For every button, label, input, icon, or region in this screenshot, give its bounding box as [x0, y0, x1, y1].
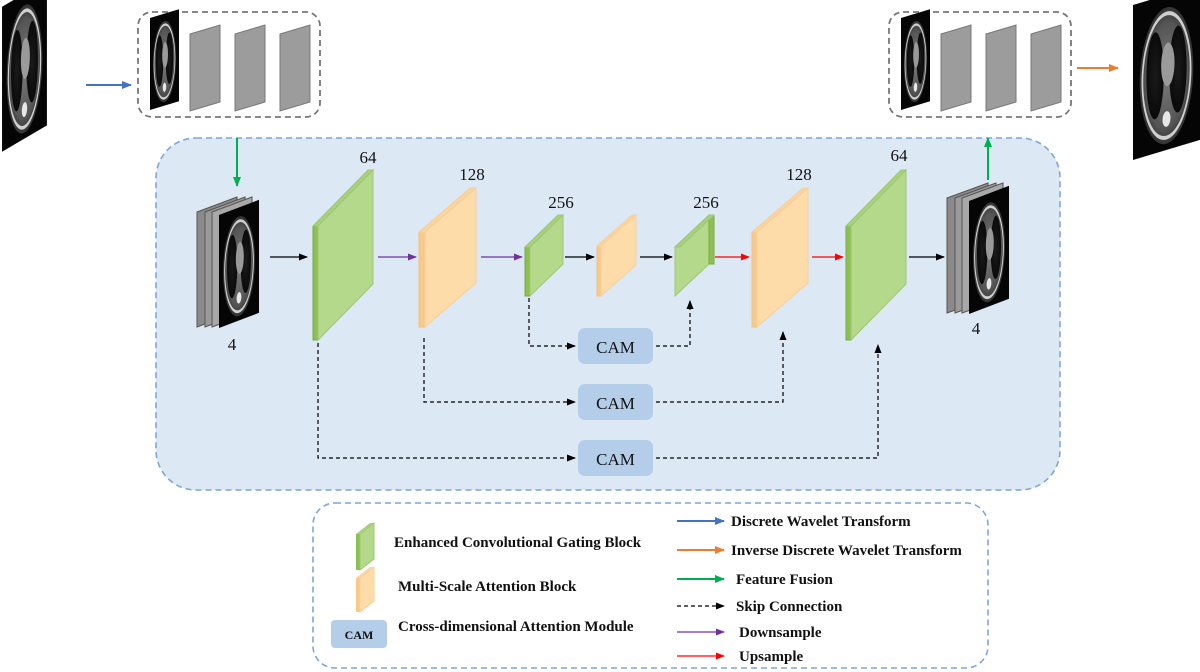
- cam-label: CAM: [596, 394, 635, 413]
- cam-icon-text: CAM: [345, 628, 374, 642]
- cam-module-2: CAM: [578, 384, 653, 420]
- input-ct-image: [0, 0, 49, 154]
- input-subband-stack: [196, 196, 261, 330]
- skip-connections: [317, 298, 882, 462]
- cam-box-icon: CAM: [331, 620, 387, 648]
- channel-label-enc1: 64: [360, 148, 378, 167]
- idwt-subbands-box: [888, 11, 1072, 118]
- dec2-attention-block: [750, 186, 810, 329]
- dwt-subband-images: [148, 8, 311, 112]
- enc2-attention-block: [417, 186, 478, 329]
- channel-label-enc2: 128: [459, 165, 485, 184]
- legend-label-upsample: Upsample: [739, 649, 804, 665]
- output-subband-stack: [946, 182, 1011, 316]
- enc1-gating-block: [311, 168, 375, 342]
- legend-label-fusion: Feature Fusion: [736, 572, 833, 588]
- channel-label-dec2: 128: [786, 165, 812, 184]
- legend-panel: [312, 502, 989, 669]
- idwt-subband-images: [899, 8, 1062, 112]
- legend-label-attention-block: Multi-Scale Attention Block: [398, 579, 577, 595]
- green-block-icon: [356, 521, 375, 572]
- cam-module-3: CAM: [578, 328, 653, 364]
- channel-label-dec3: 256: [693, 193, 719, 212]
- output-ct-image: [1131, 0, 1200, 162]
- channel-label-output: 4: [972, 319, 981, 338]
- legend-label-idwt: Inverse Discrete Wavelet Transform: [731, 543, 962, 559]
- legend-label-cam: Cross-dimensional Attention Module: [398, 619, 634, 635]
- enc3-gating-block: [523, 213, 565, 298]
- channel-label-enc3: 256: [548, 193, 574, 212]
- legend-label-skip: Skip Connection: [736, 599, 843, 615]
- legend-label-gating-block: Enhanced Convolutional Gating Block: [394, 535, 642, 551]
- cam-module-1: CAM: [578, 440, 653, 476]
- legend-label-dwt: Discrete Wavelet Transform: [731, 514, 911, 530]
- dec3-gating-block: [673, 213, 716, 298]
- orange-block-icon: [356, 565, 375, 614]
- legend-label-downsample: Downsample: [739, 625, 822, 641]
- bottleneck-attention-block: [595, 213, 638, 298]
- channel-label-input: 4: [228, 335, 237, 354]
- dwt-subbands-box: [137, 11, 321, 118]
- dec1-gating-block: [844, 168, 908, 342]
- cam-label: CAM: [596, 450, 635, 469]
- network-panel: [155, 137, 1061, 491]
- channel-label-dec1: 64: [891, 146, 909, 165]
- cam-label: CAM: [596, 338, 635, 357]
